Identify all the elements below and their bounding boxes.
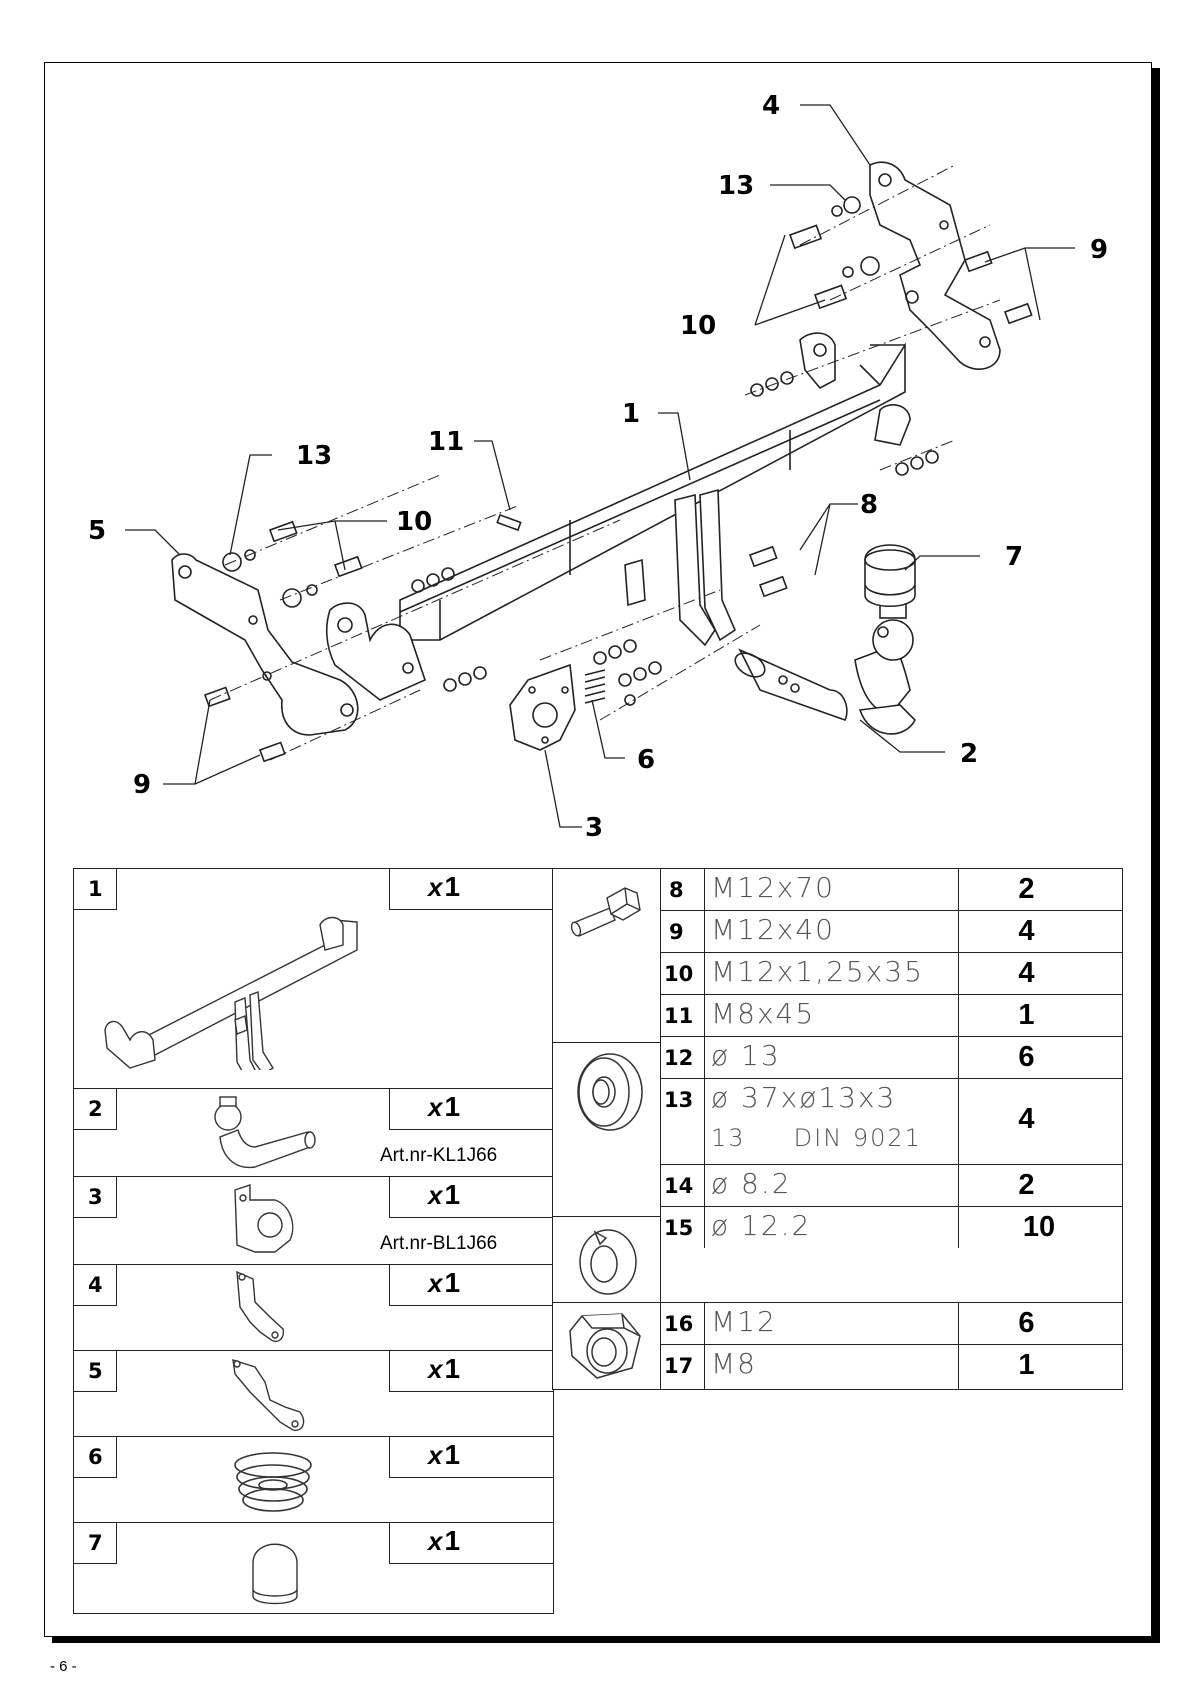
part-quantity: x1 <box>428 1439 461 1470</box>
part-quantity: x1 <box>428 1091 461 1122</box>
spec-text: ø 37xø13x3 <box>711 1081 897 1114</box>
cover-cap-part-7 <box>864 544 916 607</box>
spec-text: M8x45 <box>711 997 816 1030</box>
washer-icon <box>577 1053 643 1131</box>
part-quantity: x1 <box>428 1353 461 1384</box>
article-number: Art.nr-KL1J66 <box>380 1145 498 1166</box>
spec-quantity: 2 <box>1018 1169 1035 1201</box>
callout-7: 7 <box>1005 542 1023 572</box>
hex-nut-icon <box>569 1313 641 1379</box>
tow-ball-part-2 <box>734 599 916 735</box>
part-number: 3 <box>88 1185 103 1209</box>
spec-text: M12x70 <box>711 871 835 904</box>
callout-numbers: 4 13 9 10 1 11 13 8 5 10 7 2 6 9 3 <box>88 91 1108 843</box>
part-number: 6 <box>88 1445 103 1469</box>
callout-4: 4 <box>762 91 780 121</box>
callout-1: 1 <box>622 399 640 429</box>
spring-washer-icon <box>579 1229 637 1295</box>
part-number: 2 <box>88 1097 103 1121</box>
part-quantity: x1 <box>428 1267 461 1298</box>
tow-ball-icon <box>214 1096 316 1169</box>
callout-10: 10 <box>680 311 716 341</box>
spec-quantity: 1 <box>1018 999 1035 1031</box>
callout-8: 8 <box>860 490 878 520</box>
spec-quantity: 1 <box>1018 1349 1035 1381</box>
spec-quantity: 4 <box>1018 957 1035 989</box>
socket-plate-part-3 <box>509 663 576 751</box>
part-quantity: x1 <box>428 1525 461 1556</box>
spec-blank-row <box>660 1248 1123 1304</box>
assembly-lines <box>209 164 1001 761</box>
spec-quantity: 4 <box>1018 1103 1035 1135</box>
crossbar-icon <box>104 916 358 1070</box>
callout-10: 10 <box>396 507 432 537</box>
spec-quantity: 6 <box>1018 1307 1035 1339</box>
fasteners <box>203 196 1033 763</box>
spec-text: ø 13 <box>711 1039 781 1072</box>
callout-6: 6 <box>637 745 655 775</box>
callout-11: 11 <box>428 427 464 457</box>
side-bracket-part-5 <box>171 553 359 736</box>
part-number: 7 <box>88 1531 103 1555</box>
cover-cap-icon <box>252 1543 298 1605</box>
page-number: - 6 - <box>50 1658 77 1675</box>
spec-text: M12 <box>711 1305 777 1338</box>
spec-quantity: 6 <box>1018 1041 1035 1073</box>
spec-text: ø 12.2 <box>711 1209 812 1242</box>
bolt-icon <box>570 887 641 937</box>
part-quantity: x1 <box>428 871 461 902</box>
part-number: 4 <box>88 1273 103 1297</box>
spec-quantity: 4 <box>1018 915 1035 947</box>
crossbar-part-1 <box>325 332 911 701</box>
spec-text-standard: 13 DIN 9021 <box>711 1124 922 1152</box>
part-number: 5 <box>88 1359 103 1383</box>
spec-text: ø 8.2 <box>711 1167 792 1200</box>
spec-text: M12x40 <box>711 913 835 946</box>
callout-9: 9 <box>133 770 151 800</box>
side-bracket-part-4 <box>869 161 1001 370</box>
side-bracket-icon <box>232 1358 305 1431</box>
spring-part-6 <box>584 669 606 704</box>
callout-3: 3 <box>585 813 603 843</box>
callout-5: 5 <box>88 516 106 546</box>
socket-plate-icon <box>234 1184 294 1253</box>
callout-2: 2 <box>960 739 978 769</box>
spec-quantity: 2 <box>1018 873 1035 905</box>
side-bracket-icon <box>236 1270 285 1343</box>
part-number: 1 <box>88 877 103 901</box>
spec-quantity: 10 <box>1022 1211 1056 1243</box>
callout-9: 9 <box>1090 235 1108 265</box>
callout-13: 13 <box>296 441 332 471</box>
leader-lines <box>125 104 1075 828</box>
part-quantity: x1 <box>428 1179 461 1210</box>
spring-icon <box>234 1452 312 1512</box>
callout-13: 13 <box>718 171 754 201</box>
spec-text: M8 <box>711 1347 757 1380</box>
spec-text: M12x1,25x35 <box>711 955 924 988</box>
article-number: Art.nr-BL1J66 <box>380 1233 498 1254</box>
